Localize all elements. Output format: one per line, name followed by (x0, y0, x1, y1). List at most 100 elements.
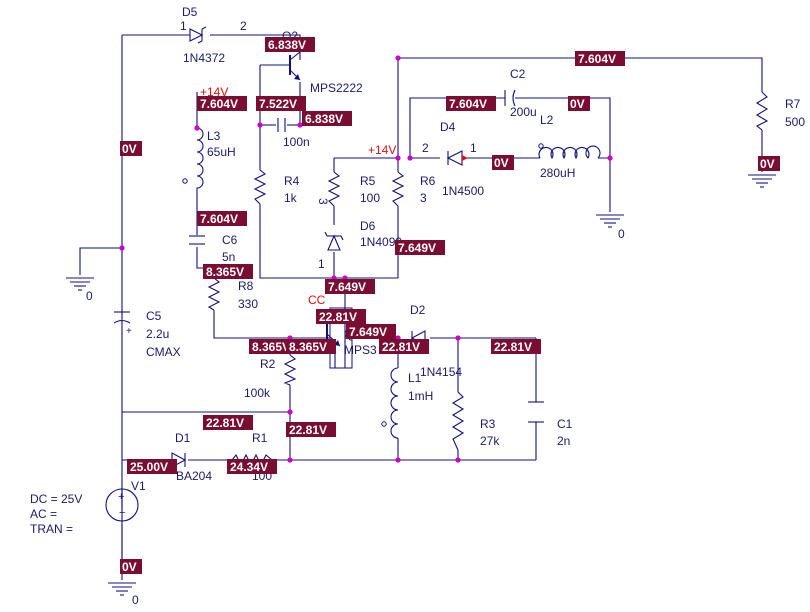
wire-r4-bottom (259, 204, 398, 279)
ground-label-2: 0 (618, 227, 625, 241)
r1-name: R1 (252, 431, 268, 445)
probe-d4[interactable]: 0V (492, 155, 514, 170)
inductor-l2 (538, 143, 601, 160)
probe-c3-left[interactable]: 7.522V (256, 96, 306, 111)
resistor-r2 (283, 354, 297, 386)
probe-q1-base[interactable]: 7.649V (325, 279, 375, 294)
svg-text:7.604V: 7.604V (449, 97, 487, 111)
r2-name: R2 (260, 357, 276, 371)
d6-name: D6 (360, 219, 376, 233)
d1-name: D1 (175, 431, 191, 445)
svg-text:−: − (119, 507, 125, 519)
ground-symbol-1 (66, 277, 94, 291)
inductor-l1 (381, 367, 399, 439)
c1-value: 2n (557, 434, 570, 448)
wire-r7-top (398, 57, 763, 92)
r5-name: R5 (360, 174, 376, 188)
resistor-r8 (207, 277, 221, 311)
probe-c5-bottom[interactable]: 22.81V (203, 415, 253, 430)
d2-value: 1N4154 (420, 365, 462, 379)
l1-value: 1mH (408, 389, 433, 403)
probe-c5-top[interactable]: 0V (120, 141, 142, 156)
c2-value: 200u (510, 105, 537, 119)
l2-value: 280uH (540, 166, 575, 180)
svg-text:0V: 0V (122, 560, 137, 574)
zener-d6 (324, 231, 344, 251)
probe-c3-right[interactable]: 6.838V (302, 111, 352, 126)
r4-value: 1k (284, 191, 298, 205)
c5-name: C5 (146, 309, 162, 323)
probe-d2[interactable]: 22.81V (379, 339, 429, 354)
probe-q2-emitter[interactable]: 6.838V (265, 37, 315, 52)
ground-symbol-4 (108, 582, 136, 596)
d5-name: D5 (182, 5, 198, 19)
svg-text:6.838V: 6.838V (305, 112, 343, 126)
r4-name: R4 (284, 174, 300, 188)
probe-r2-bottom[interactable]: 22.81V (286, 422, 336, 437)
v1-dc: DC = 25V (30, 492, 82, 506)
svg-text:8.365V: 8.365V (289, 340, 327, 354)
probe-q1-emitter[interactable]: 7.649V (346, 324, 396, 339)
d4-pin2: 2 (422, 141, 429, 155)
v1-tran: TRAN = (30, 522, 73, 536)
svg-text:+: + (118, 491, 124, 503)
svg-text:+: + (126, 326, 132, 337)
svg-text:7.604V: 7.604V (200, 212, 238, 226)
r6-value: 3 (420, 191, 427, 205)
d6-pin3: 3 (316, 198, 330, 205)
svg-text:22.81V: 22.81V (494, 340, 532, 354)
probe-c6-bottom[interactable]: 8.365V (203, 264, 253, 279)
inductor-l3 (182, 127, 204, 190)
ground-symbol-2 (596, 214, 624, 228)
capacitor-c3 (277, 118, 286, 132)
c6-name: C6 (222, 233, 238, 247)
probe-l3-top[interactable]: 7.604V (197, 96, 247, 111)
resistor-r6 (391, 171, 405, 207)
probe-c2-right[interactable]: 0V (568, 96, 590, 111)
r6-name: R6 (420, 174, 436, 188)
svg-text:0V: 0V (570, 97, 585, 111)
net-label-14v-left: +14V (200, 85, 228, 99)
probe-r2-top-2[interactable]: 8.365V (286, 339, 336, 354)
node-dots (119, 55, 613, 463)
probe-c1-top[interactable]: 22.81V (491, 339, 541, 354)
c5-model: CMAX (146, 345, 181, 359)
svg-text:7.649V: 7.649V (349, 325, 387, 339)
svg-text:0V: 0V (494, 156, 509, 170)
r7-name: R7 (785, 97, 801, 111)
r8-value: 330 (238, 297, 258, 311)
probe-c2-left[interactable]: 7.604V (446, 96, 496, 111)
capacitor-c5: + (113, 311, 132, 337)
c2-name: C2 (510, 67, 526, 81)
probe-v1-bottom[interactable]: 0V (120, 559, 142, 574)
probe-r1[interactable]: 24.34V (227, 459, 277, 474)
d5-pin2: 2 (240, 19, 247, 33)
svg-text:0V: 0V (760, 157, 775, 171)
diode-d5 (189, 26, 207, 44)
v1-ac: AC = (30, 507, 57, 521)
svg-text:22.81V: 22.81V (382, 340, 420, 354)
capacitor-c6 (189, 235, 205, 245)
probe-v1[interactable]: 25.00V (127, 459, 177, 474)
probe-r7-bottom[interactable]: 0V (758, 156, 780, 171)
svg-text:8.365V: 8.365V (252, 340, 290, 354)
q2-value: MPS2222 (310, 81, 363, 95)
probe-r7-top[interactable]: 7.604V (575, 51, 625, 66)
svg-text:7.649V: 7.649V (398, 241, 436, 255)
probe-q1-collector[interactable]: 22.81V (316, 309, 366, 324)
probe-r6-bottom[interactable]: 7.649V (395, 240, 445, 255)
wire-r8-q1 (213, 310, 330, 339)
r3-value: 27k (480, 434, 500, 448)
c6-value: 5n (222, 250, 235, 264)
net-label-14v-right: +14V (368, 143, 396, 157)
resistor-r4 (253, 169, 267, 205)
l2-name: L2 (540, 113, 554, 127)
resistor-r5 (327, 171, 341, 207)
probe-l3-bottom[interactable]: 7.604V (197, 211, 247, 226)
v1-name: V1 (131, 479, 146, 493)
wire-gnd1 (79, 247, 122, 275)
r5-value: 100 (360, 191, 380, 205)
r3-name: R3 (480, 417, 496, 431)
transistor-q2 (289, 51, 301, 81)
